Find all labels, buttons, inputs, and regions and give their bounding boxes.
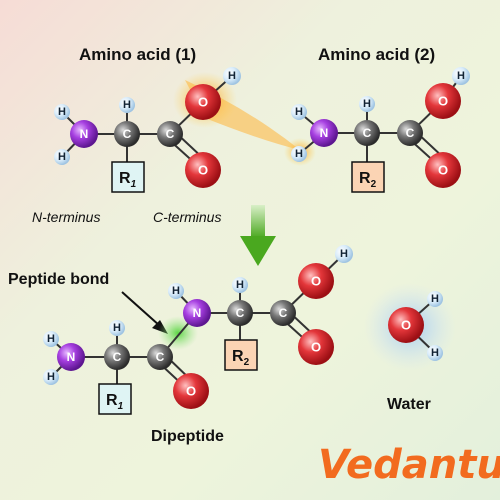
svg-text:O: O <box>311 340 321 355</box>
hydrogen-atom: H <box>43 331 59 347</box>
svg-text:C: C <box>166 127 175 141</box>
svg-text:H: H <box>295 106 303 118</box>
svg-text:O: O <box>311 274 321 289</box>
svg-text:O: O <box>186 384 196 399</box>
hydrogen-atom: H <box>54 149 70 165</box>
hydrogen-atom: H <box>168 283 184 299</box>
hydrogen-atom: H <box>232 277 248 293</box>
svg-text:H: H <box>172 285 180 297</box>
svg-text:H: H <box>123 99 131 111</box>
nitrogen-atom: N <box>57 343 85 371</box>
oxygen-atom: O <box>185 84 221 120</box>
svg-text:C: C <box>279 306 288 320</box>
carbon-atom: C <box>354 120 380 146</box>
svg-text:C: C <box>156 350 165 364</box>
amino-acid-2-title: Amino acid (2) <box>318 45 435 64</box>
r2-group-box: R2 <box>224 339 258 371</box>
hydrogen-atom: H <box>335 245 353 263</box>
svg-text:H: H <box>58 106 66 118</box>
hydrogen-atom: H <box>223 67 241 85</box>
svg-text:H: H <box>47 371 55 383</box>
svg-text:H: H <box>340 248 348 260</box>
reaction-arrow <box>240 205 276 266</box>
r1-group-box: R1 <box>111 161 145 193</box>
svg-text:H: H <box>228 70 236 82</box>
svg-text:O: O <box>438 94 448 109</box>
n-terminus-label: N-terminus <box>32 209 100 225</box>
c-terminus-label: C-terminus <box>153 209 221 225</box>
svg-text:C: C <box>123 127 132 141</box>
oxygen-atom: O <box>388 307 424 343</box>
svg-text:R1: R1 <box>106 392 124 412</box>
svg-text:O: O <box>438 163 448 178</box>
svg-text:R2: R2 <box>359 170 377 190</box>
hydrogen-atom: H <box>427 291 443 307</box>
carbon-atom: C <box>397 120 423 146</box>
svg-text:H: H <box>295 148 303 160</box>
peptide-bond-label: Peptide bond <box>8 271 109 288</box>
nitrogen-atom: N <box>70 120 98 148</box>
vedantu-logo: Vedantu <box>318 442 500 488</box>
oxygen-atom: O <box>185 152 221 188</box>
svg-text:R2: R2 <box>232 348 250 368</box>
carbon-atom: C <box>227 300 253 326</box>
svg-text:H: H <box>236 279 244 291</box>
svg-text:N: N <box>67 350 76 364</box>
hydrogen-atom: H <box>359 96 375 112</box>
carbon-atom: C <box>147 344 173 370</box>
svg-text:C: C <box>406 126 415 140</box>
svg-text:O: O <box>401 318 411 333</box>
hydrogen-atom: H <box>54 104 70 120</box>
svg-text:N: N <box>80 127 89 141</box>
hydrogen-atom: H <box>109 320 125 336</box>
hydrogen-atom: H <box>291 104 307 120</box>
carbon-atom: C <box>270 300 296 326</box>
svg-text:C: C <box>113 350 122 364</box>
oxygen-atom: O <box>173 373 209 409</box>
hydrogen-atom: H <box>452 67 470 85</box>
svg-text:H: H <box>363 98 371 110</box>
oxygen-atom: O <box>425 152 461 188</box>
carbon-atom: C <box>157 121 183 147</box>
svg-text:C: C <box>363 126 372 140</box>
hydrogen-atom: H <box>291 146 307 162</box>
hydrogen-atom: H <box>427 345 443 361</box>
oxygen-atom: O <box>425 83 461 119</box>
svg-text:N: N <box>193 306 202 320</box>
svg-text:H: H <box>113 322 121 334</box>
svg-text:H: H <box>457 70 465 82</box>
nitrogen-atom: N <box>310 119 338 147</box>
nitrogen-atom: N <box>183 299 211 327</box>
svg-text:H: H <box>58 151 66 163</box>
carbon-atom: C <box>104 344 130 370</box>
oxygen-atom: O <box>298 263 334 299</box>
amino-acid-1-title: Amino acid (1) <box>79 45 196 64</box>
svg-text:H: H <box>431 347 439 359</box>
hydrogen-atom: H <box>119 97 135 113</box>
r1-group-box: R1 <box>98 383 132 415</box>
oxygen-atom: O <box>298 329 334 365</box>
svg-text:N: N <box>320 126 329 140</box>
svg-text:R1: R1 <box>119 170 137 190</box>
svg-text:H: H <box>47 333 55 345</box>
carbon-atom: C <box>114 121 140 147</box>
svg-text:C: C <box>236 306 245 320</box>
dipeptide-label: Dipeptide <box>151 428 224 445</box>
water-label: Water <box>387 396 431 413</box>
svg-text:O: O <box>198 163 208 178</box>
hydrogen-atom: H <box>43 369 59 385</box>
r2-group-box: R2 <box>351 161 385 193</box>
svg-text:O: O <box>198 95 208 110</box>
svg-text:H: H <box>431 293 439 305</box>
